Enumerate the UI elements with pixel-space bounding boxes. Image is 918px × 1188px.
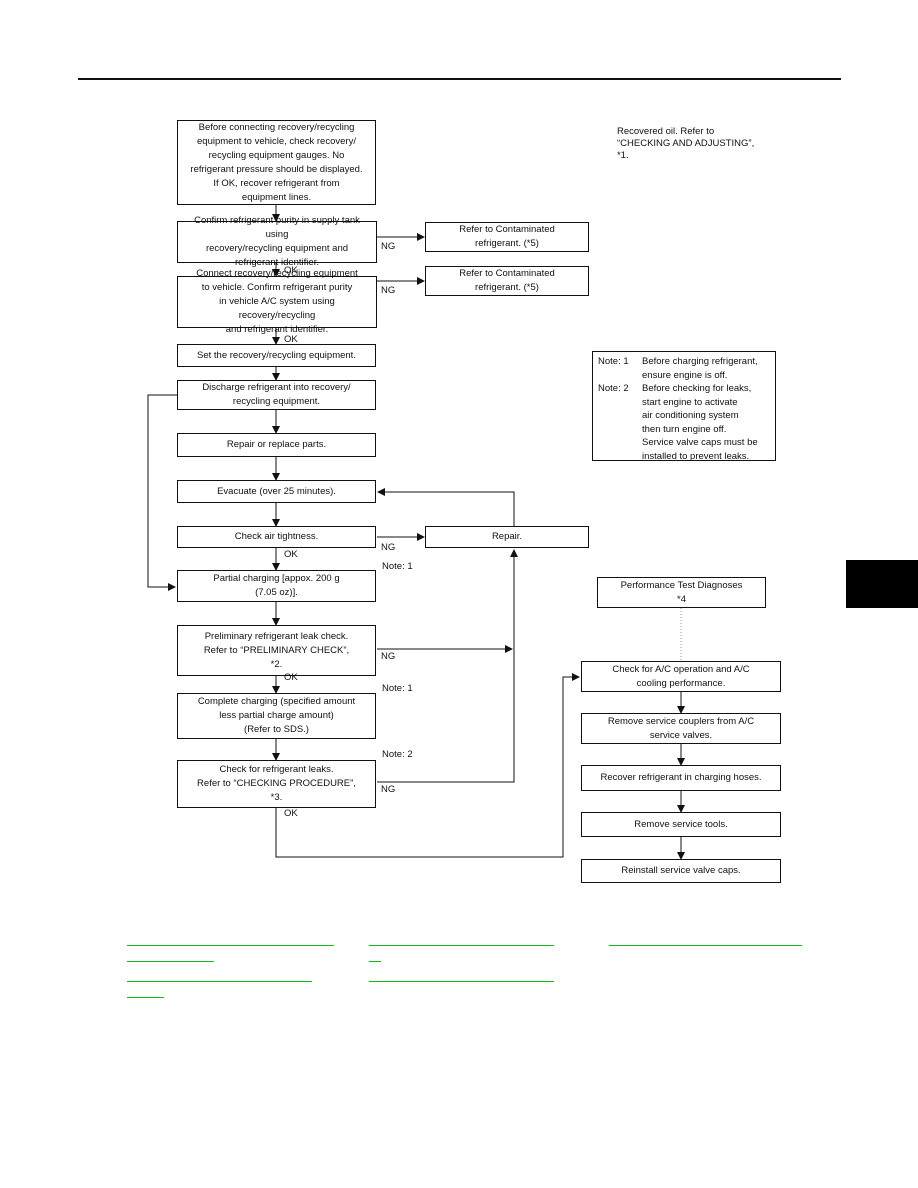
check-ac-operation-box: Check for A/C operation and A/C cooling … [581, 661, 781, 692]
step-complete-charging: Complete charging (specified amount less… [177, 693, 376, 739]
step-evacuate: Evacuate (over 25 minutes). [177, 480, 376, 503]
performance-test-box: Performance Test Diagnoses *4 [597, 577, 766, 608]
reinstall-caps-box: Reinstall service valve caps. [581, 859, 781, 883]
ng-label: NG [381, 285, 396, 296]
section-tab [846, 560, 918, 608]
remove-couplers-box: Remove service couplers from A/C service… [581, 713, 781, 744]
note-2-key: Note: 2 [598, 383, 629, 394]
cross-reference-link[interactable] [369, 981, 554, 982]
note-2-line: Note: 2 Before checking for leaks, start… [598, 382, 775, 463]
ok-label: OK [284, 549, 298, 560]
note-1-key: Note: 1 [598, 356, 629, 367]
contaminated-refrigerant-box-2: Refer to Contaminated refrigerant. (*5) [425, 266, 589, 296]
cross-reference-link[interactable] [127, 945, 334, 946]
cross-reference-link[interactable] [369, 961, 381, 962]
step-discharge: Discharge refrigerant into recovery/ rec… [177, 380, 376, 410]
note-1-label: Note: 1 [382, 683, 413, 694]
cross-reference-link[interactable] [609, 945, 802, 946]
arrow-discharge-partial [147, 394, 177, 591]
ok-label: OK [284, 334, 298, 345]
header-rule [78, 78, 841, 80]
ng-label: NG [381, 784, 396, 795]
ok-label: OK [284, 265, 298, 276]
arrow-ok-accheck [275, 673, 580, 858]
note-2-label: Note: 2 [382, 749, 413, 760]
ng-label: NG [381, 241, 396, 252]
repair-box: Repair. [425, 526, 589, 548]
ng-label: NG [381, 542, 396, 553]
cross-reference-link[interactable] [127, 961, 214, 962]
note-1-text: Before charging refrigerant, ensure engi… [642, 356, 758, 381]
cross-reference-link[interactable] [369, 945, 554, 946]
ng-label: NG [381, 651, 396, 662]
remove-tools-box: Remove service tools. [581, 812, 781, 837]
notes-box: Note: 1 Before charging refrigerant, ens… [592, 351, 776, 463]
note-1-line: Note: 1 Before charging refrigerant, ens… [598, 355, 775, 382]
arrow-repair-evacuate [377, 488, 515, 526]
note-2-text: Before checking for leaks, start engine … [642, 383, 758, 462]
ok-label: OK [284, 808, 298, 819]
step-confirm-supply-purity: Confirm refrigerant purity in supply tan… [177, 215, 377, 268]
cross-reference-link[interactable] [127, 981, 312, 982]
step-air-tightness: Check air tightness. [177, 526, 376, 548]
step-partial-charging: Partial charging [appox. 200 g (7.05 oz)… [177, 570, 376, 602]
step-check-gauges: Before connecting recovery/recycling equ… [177, 120, 376, 205]
step-check-leaks: Check for refrigerant leaks. Refer to “C… [177, 760, 376, 808]
recover-hoses-box: Recover refrigerant in charging hoses. [581, 765, 781, 791]
step-repair-parts: Repair or replace parts. [177, 433, 376, 457]
step-set-equipment: Set the recovery/recycling equipment. [177, 344, 376, 367]
step-preliminary-leak-check: Preliminary refrigerant leak check. Refe… [177, 625, 376, 676]
recovered-oil-note: Recovered oil. Refer to “CHECKING AND AD… [617, 126, 755, 161]
cross-reference-link[interactable] [127, 997, 164, 998]
note-1-label: Note: 1 [382, 561, 413, 572]
step-connect-confirm-vehicle: Connect recovery/recycling equipment to … [177, 268, 377, 335]
ok-label: OK [284, 672, 298, 683]
arrow-ng-leak [377, 549, 518, 783]
contaminated-refrigerant-box-1: Refer to Contaminated refrigerant. (*5) [425, 222, 589, 252]
